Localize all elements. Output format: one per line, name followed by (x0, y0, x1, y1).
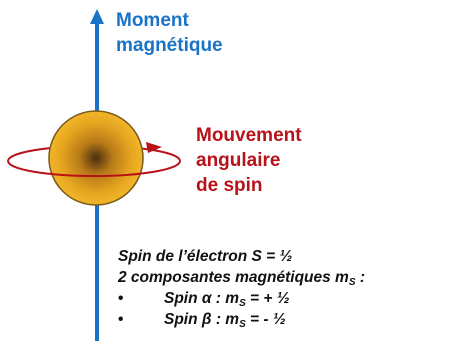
magnetic-moment-label-line1: Moment (116, 8, 223, 33)
bullet-dot: • (118, 309, 123, 330)
components-subscript: S (349, 277, 356, 288)
spin-alpha-item: • Spin α : mS = + ½ (118, 288, 365, 309)
electron-spin-line: Spin de l’électron S = ½ (118, 246, 365, 267)
magnetic-moment-label: Moment magnétique (116, 8, 223, 58)
spin-alpha-subscript: S (239, 298, 246, 309)
spin-beta-value: = - ½ (246, 311, 286, 328)
spin-angular-motion-label: Mouvement angulaire de spin (196, 123, 302, 198)
components-suffix: : (356, 269, 365, 286)
bullet-dot: • (118, 288, 123, 309)
spin-motion-label-line3: de spin (196, 173, 302, 198)
spin-motion-label-line1: Mouvement (196, 123, 302, 148)
magnetic-components-line: 2 composantes magnétiques mS : (118, 267, 365, 288)
magnetic-moment-label-line2: magnétique (116, 33, 223, 58)
spin-motion-label-line2: angulaire (196, 148, 302, 173)
spin-beta-text: Spin β : m (164, 311, 239, 328)
spin-notes: Spin de l’électron S = ½ 2 composantes m… (118, 246, 365, 330)
spin-alpha-value: = + ½ (246, 290, 290, 307)
spin-beta-subscript: S (239, 319, 246, 330)
spin-alpha-text: Spin α : m (164, 290, 239, 307)
magnetic-moment-arrowhead (90, 9, 104, 24)
spin-beta-item: • Spin β : mS = - ½ (118, 309, 365, 330)
components-text: 2 composantes magnétiques m (118, 269, 349, 286)
